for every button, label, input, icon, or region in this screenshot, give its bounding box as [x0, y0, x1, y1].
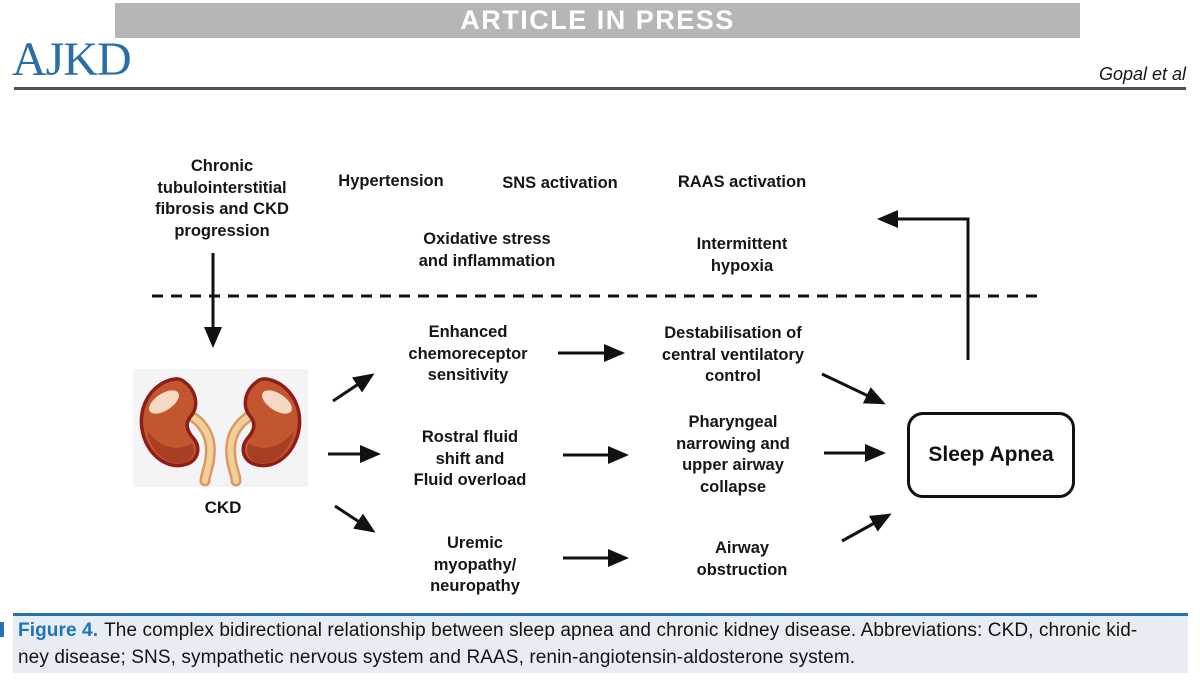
destabilisation-to-sleep-apnea-arrow — [821, 372, 886, 405]
caption-top-rule — [13, 613, 1188, 616]
banner-text: ARTICLE IN PRESS — [460, 5, 735, 35]
right-kidney-shade — [247, 431, 294, 464]
label-hypertension: Hypertension — [338, 172, 444, 190]
label-oxidative-stress: Oxidative stress and inflammation — [418, 230, 556, 270]
label-airway-obstruction: Airway obstruction — [696, 539, 788, 579]
sleep-apnea-feedback-arrow — [877, 210, 970, 360]
ajkd-logo: AJKD — [12, 33, 132, 86]
kidneys-illustration — [133, 369, 308, 487]
ckd-to-chemoreceptor-arrow — [332, 373, 375, 403]
caption-line-1-text: The complex bidirectional relationship b… — [104, 620, 1138, 641]
left-kidney — [139, 377, 200, 468]
left-kidney-highlight — [149, 390, 179, 414]
sleep-apnea-label: Sleep Apnea — [928, 443, 1054, 466]
sleep-apnea-box: Sleep Apnea — [907, 412, 1075, 498]
left-ureter — [190, 414, 214, 484]
label-sns-activation: SNS activation — [502, 174, 618, 192]
right-kidney — [241, 377, 302, 468]
kidneys-svg — [133, 369, 308, 487]
page-edge-artifact — [0, 622, 4, 637]
label-intermittent-hypoxia: Intermittent hypoxia — [696, 235, 788, 275]
caption-line-1: Figure 4.The complex bidirectional relat… — [18, 618, 1188, 645]
label-destabilisation: Destabilisation of central ventilatory c… — [661, 324, 805, 385]
figure-caption: Figure 4.The complex bidirectional relat… — [18, 618, 1188, 671]
label-chemoreceptor: Enhanced chemoreceptor sensitivity — [408, 323, 528, 384]
label-ckd-progression: Chronic tubulointerstitial fibrosis and … — [155, 157, 289, 240]
caption-line-2: ney disease; SNS, sympathetic nervous sy… — [18, 646, 856, 668]
figure-number-label: Figure 4. — [18, 620, 99, 641]
label-rostral-fluid: Rostral fluid shift and Fluid overload — [413, 428, 527, 489]
label-raas-activation: RAAS activation — [677, 173, 807, 191]
header-rule — [14, 87, 1186, 90]
ckd-to-uremic-arrow — [334, 504, 376, 533]
right-ureter — [227, 414, 251, 484]
author-byline: Gopal et al — [1098, 64, 1186, 84]
label-uremic-myopathy: Uremic myopathy/ neuropathy — [430, 534, 520, 595]
right-kidney-highlight — [262, 390, 292, 414]
article-in-press-banner: ARTICLE IN PRESS — [115, 3, 1080, 38]
label-pharyngeal-narrowing: Pharyngeal narrowing and upper airway co… — [676, 413, 790, 496]
airway-to-sleep-apnea-arrow — [841, 513, 892, 543]
label-ckd: CKD — [204, 498, 242, 517]
left-kidney-shade — [147, 431, 194, 464]
caption-background — [13, 616, 1188, 673]
